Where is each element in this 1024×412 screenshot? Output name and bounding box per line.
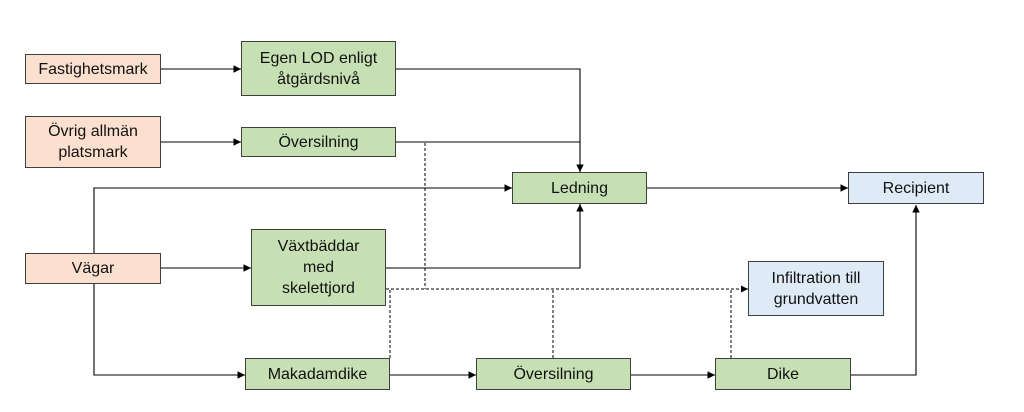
node-ovrig-allman-platsmark: Övrig allmän platsmark <box>25 116 161 168</box>
node-fastighetsmark-label: Fastighetsmark <box>38 60 148 78</box>
node-makadamdike: Makadamdike <box>245 358 390 390</box>
arrow-vaxtbaddar-to-ledning <box>386 204 584 269</box>
node-vaxtbaddar: Växtbäddar med skelettjord <box>251 229 386 306</box>
node-egen-lod: Egen LOD enligt åtgärdsnivå <box>241 41 396 96</box>
arrow-vagar-to-makadamdike <box>93 284 245 379</box>
node-ovrig-allman-platsmark-label: Övrig allmän platsmark <box>48 123 138 161</box>
node-dike: Dike <box>715 358 851 390</box>
node-recipient-label: Recipient <box>882 179 950 197</box>
node-dike-label: Dike <box>766 365 799 383</box>
node-vaxtbaddar-label: Växtbäddar med skelettjord <box>277 238 360 297</box>
node-ledning: Ledning <box>512 172 647 204</box>
node-vagar-label: Vägar <box>71 260 115 277</box>
node-oversilning-bottom-label: Översilning <box>513 365 594 383</box>
node-infiltration-label: Infiltration till grundvatten <box>771 269 861 308</box>
dashed-oversilning-top-to-infiltration <box>396 141 426 289</box>
node-vagar: Vägar <box>25 253 161 284</box>
node-oversilning-top-label: Översilning <box>278 133 359 151</box>
node-makadamdike-label: Makadamdike <box>267 365 368 383</box>
node-recipient: Recipient <box>848 172 984 204</box>
node-fastighetsmark: Fastighetsmark <box>25 54 161 84</box>
node-ledning-label: Ledning <box>551 179 608 197</box>
node-infiltration: Infiltration till grundvatten <box>748 261 884 316</box>
arrow-vagar-to-ledning <box>93 184 512 253</box>
node-oversilning-bottom: Översilning <box>476 358 631 390</box>
node-egen-lod-label: Egen LOD enligt åtgärdsnivå <box>259 49 378 88</box>
line-egen-lod-to-ledning <box>396 68 584 172</box>
arrow-dike-to-recipient <box>851 205 920 376</box>
node-oversilning-top: Översilning <box>241 127 396 157</box>
